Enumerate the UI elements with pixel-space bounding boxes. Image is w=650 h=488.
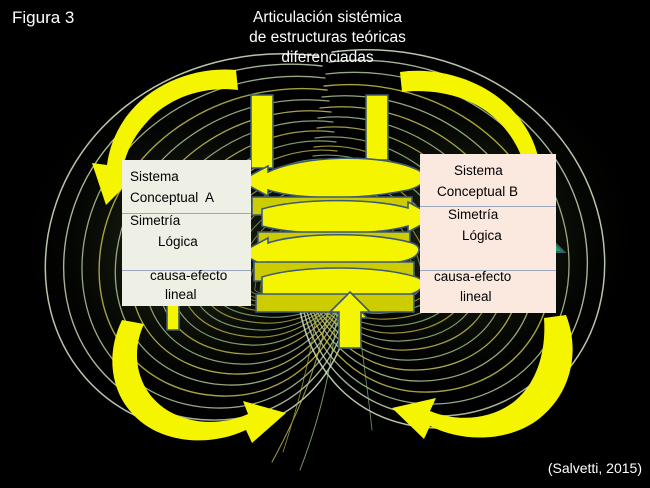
box-divider-upper (420, 206, 556, 207)
box-b-line-3: Simetría (448, 207, 499, 222)
curved-arrow-top-left (92, 69, 238, 205)
box-b-line-6: lineal (460, 289, 492, 304)
box-divider-lower (122, 270, 251, 271)
coiled-spiral-arrow (238, 94, 438, 349)
box-b-line-1: Sistema (454, 163, 503, 178)
box-a-line-6: lineal (165, 287, 197, 302)
concept-box-system-a: Sistema Conceptual A Simetría Lógica cau… (122, 160, 251, 306)
box-divider-lower (420, 270, 556, 271)
title-line-1: Articulación sistémica (252, 9, 403, 26)
box-b-line-2: Conceptual B (437, 184, 519, 199)
figure-title: Articulación sistémica de estructuras te… (195, 8, 460, 68)
title-line-2: de estructuras teóricas (249, 29, 406, 46)
box-a-line-5: causa-efecto (150, 268, 228, 283)
curved-arrow-bottom-left (112, 320, 286, 443)
title-line-3: diferenciadas (281, 49, 374, 66)
box-b-line-4: Lógica (462, 228, 502, 243)
box-a-line-3: Simetría (130, 213, 181, 228)
concept-box-system-b: Sistema Conceptual B Simetría Lógica cau… (420, 154, 556, 313)
box-b-line-5: causa-efecto (434, 269, 512, 284)
box-divider-upper (122, 213, 251, 214)
source-citation: (Salvetti, 2015) (547, 460, 642, 476)
box-a-line-1: Sistema (130, 169, 179, 184)
figure-label: Figura 3 (12, 8, 75, 27)
box-a-line-4: Lógica (158, 234, 198, 249)
box-a-line-2: Conceptual A (130, 190, 215, 205)
curved-arrow-bottom-right (392, 315, 573, 439)
